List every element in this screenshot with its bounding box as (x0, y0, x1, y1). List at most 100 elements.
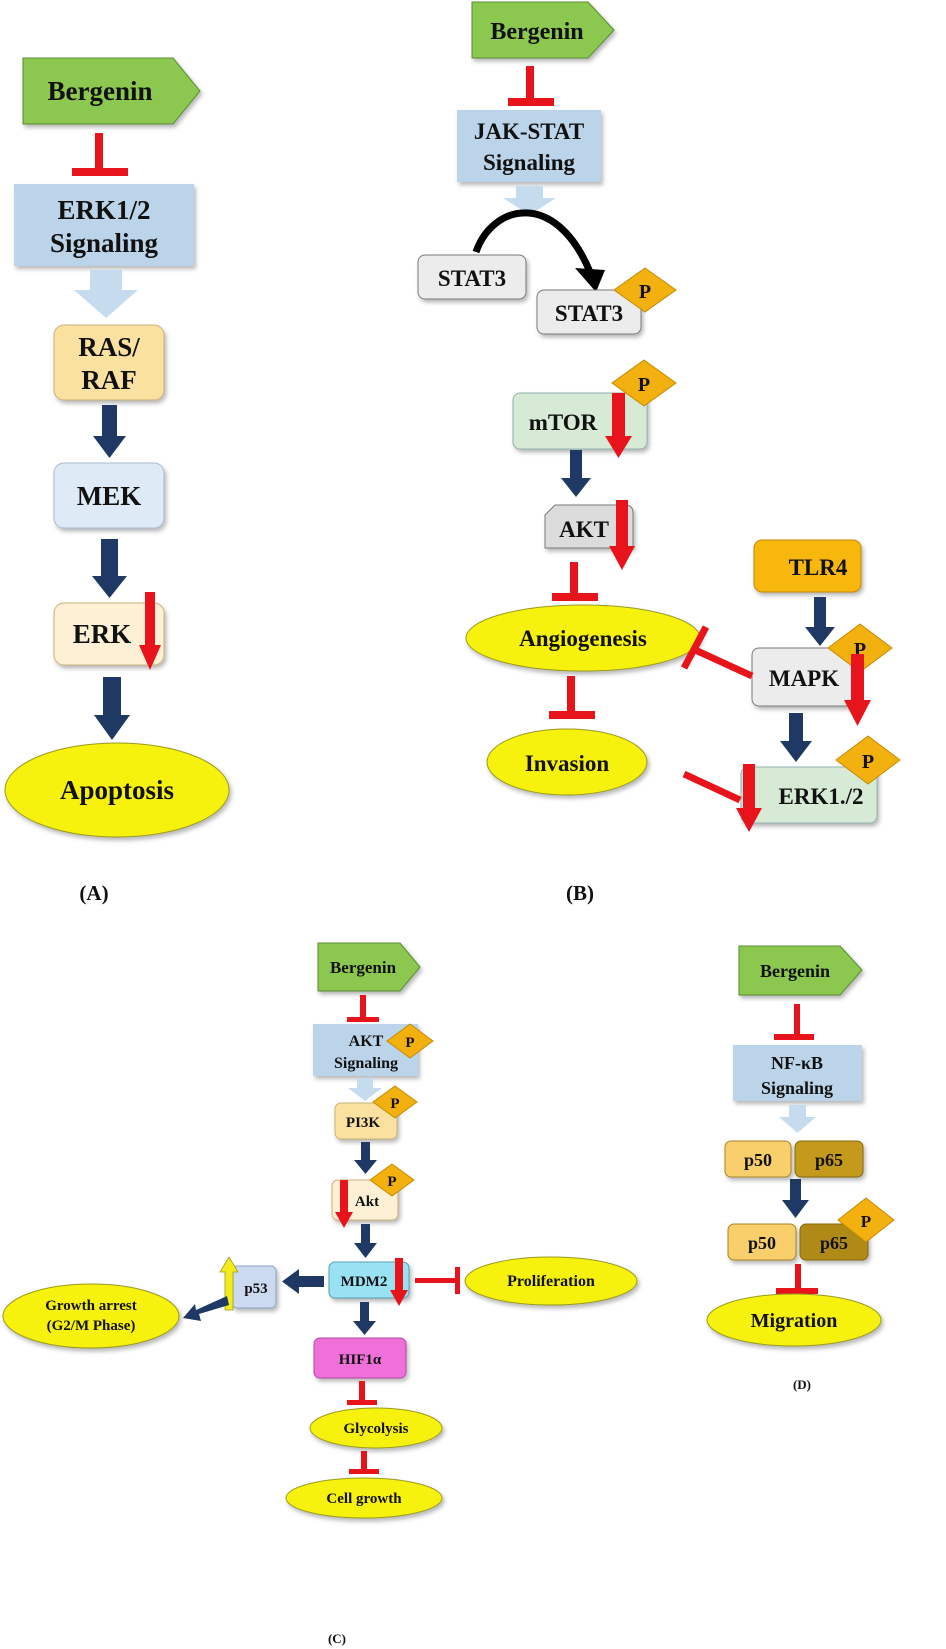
p65-box (794, 1140, 864, 1178)
down-arrow (354, 1224, 377, 1258)
inhibition-mark (774, 1004, 814, 1040)
pi3k-box (334, 1102, 398, 1140)
down-arrow (92, 539, 127, 598)
migration-ellipse (706, 1293, 882, 1347)
glycolysis-ellipse (309, 1407, 443, 1449)
bergenin-label: Bergenin (48, 76, 153, 106)
light-arrow (348, 1078, 382, 1101)
akt-signaling-line2: Signaling (334, 1055, 398, 1072)
phospho-diamond (613, 267, 677, 313)
bergenin-label: Bergenin (330, 958, 397, 977)
down-arrow (353, 1302, 376, 1335)
mtor-label: mTOR (529, 410, 598, 435)
down-left-arrow (183, 1296, 229, 1321)
jak-stat-line2: Signaling (483, 150, 576, 175)
inhibition-mark (349, 1451, 379, 1474)
panel-a-label: (A) (79, 881, 108, 905)
phospho-diamond (369, 1163, 415, 1197)
light-arrow (779, 1105, 816, 1133)
hif1a-box (313, 1337, 407, 1379)
bergenin-label: Bergenin (490, 19, 583, 45)
stat3-p-box (536, 289, 642, 335)
akt-box (331, 1179, 399, 1221)
mdm2-box (328, 1261, 410, 1299)
bergenin-label: Bergenin (760, 961, 830, 981)
p50-label: p50 (744, 1150, 772, 1170)
bergenin-pentagon (22, 57, 201, 125)
erk12-label: ERK1./2 (779, 784, 864, 809)
p65-box (799, 1223, 869, 1261)
mdm2-label: MDM2 (341, 1274, 388, 1290)
inhibition-mark (347, 1381, 377, 1405)
stat3-box (417, 254, 527, 300)
apoptosis-label: Apoptosis (60, 775, 174, 805)
inhibition-line (682, 770, 742, 804)
apoptosis-ellipse (4, 742, 230, 838)
tlr4-label: TLR4 (789, 555, 848, 580)
phospho-diamond (372, 1085, 418, 1119)
invasion-ellipse (486, 728, 648, 796)
inhibition-mark (549, 676, 595, 719)
phospho-label: P (387, 1174, 396, 1190)
cell-growth-label: Cell growth (326, 1491, 402, 1507)
growth-arrest-line2: (G2/M Phase) (47, 1318, 136, 1334)
erk12-box (740, 766, 878, 824)
mek-label: MEK (77, 481, 142, 511)
p50-box (727, 1223, 797, 1261)
phospho-diamond (386, 1023, 434, 1059)
phospho-label: P (405, 1035, 414, 1051)
up-regulation-arrow (219, 1256, 239, 1311)
down-arrow (780, 713, 812, 762)
growth-arrest-ellipse (2, 1283, 180, 1349)
nfkb-signaling-box (733, 1045, 862, 1101)
erk12-signaling-box (14, 184, 194, 266)
cell-growth-ellipse (285, 1477, 443, 1519)
erk-box (53, 602, 165, 666)
phospho-diamond (835, 735, 901, 785)
p65-label: p65 (815, 1150, 843, 1170)
jak-stat-box (457, 110, 601, 182)
panel-d: Bergenin NF-κB Signaling p50 p65 p50 p65… (706, 945, 895, 1392)
inhibition-link (680, 625, 754, 680)
mapk-label: MAPK (769, 666, 839, 691)
inhibition-mark (508, 66, 554, 106)
stat3-label: STAT3 (438, 266, 506, 291)
light-arrow (74, 270, 138, 318)
down-arrow (561, 450, 591, 497)
conversion-curved-arrow (472, 209, 594, 274)
erk-label: ERK (73, 619, 132, 649)
down-regulation-arrow (390, 1258, 408, 1306)
invasion-label: Invasion (525, 751, 610, 776)
ras-raf-line1: RAS/ (78, 332, 140, 362)
down-arrow (354, 1142, 377, 1174)
akt-signaling-line1: AKT (349, 1033, 384, 1050)
mek-box (53, 462, 165, 529)
inhibition-mark (72, 133, 128, 176)
down-arrow (782, 1179, 809, 1218)
p50-box (724, 1140, 792, 1178)
erk12-signaling-line1: ERK1/2 (57, 195, 150, 225)
phospho-label: P (390, 1096, 399, 1112)
panel-b-label: (B) (566, 881, 594, 905)
down-regulation-arrow (335, 1180, 353, 1228)
nfkb-signaling-line2: Signaling (761, 1078, 833, 1098)
tlr4-box (753, 539, 862, 593)
stat3-p-label: STAT3 (555, 301, 623, 326)
down-arrow (93, 405, 126, 458)
erk12-signaling-line2: Signaling (50, 228, 159, 258)
panel-c: Bergenin AKT Signaling P PI3K P Akt P MD… (2, 942, 638, 1646)
down-regulation-arrow (605, 393, 632, 458)
p65-label: p65 (820, 1233, 848, 1253)
bergenin-pentagon (738, 945, 863, 996)
akt-label: Akt (355, 1194, 379, 1210)
down-regulation-arrow (139, 592, 161, 670)
akt-label: AKT (559, 517, 609, 542)
phospho-label: P (638, 374, 650, 396)
p50-label: p50 (748, 1233, 776, 1253)
growth-arrest-line1: Growth arrest (45, 1298, 137, 1314)
inhibition-mark (347, 995, 379, 1022)
phospho-diamond (611, 359, 677, 407)
down-regulation-arrow (844, 654, 871, 726)
curved-arrowhead (575, 268, 605, 292)
